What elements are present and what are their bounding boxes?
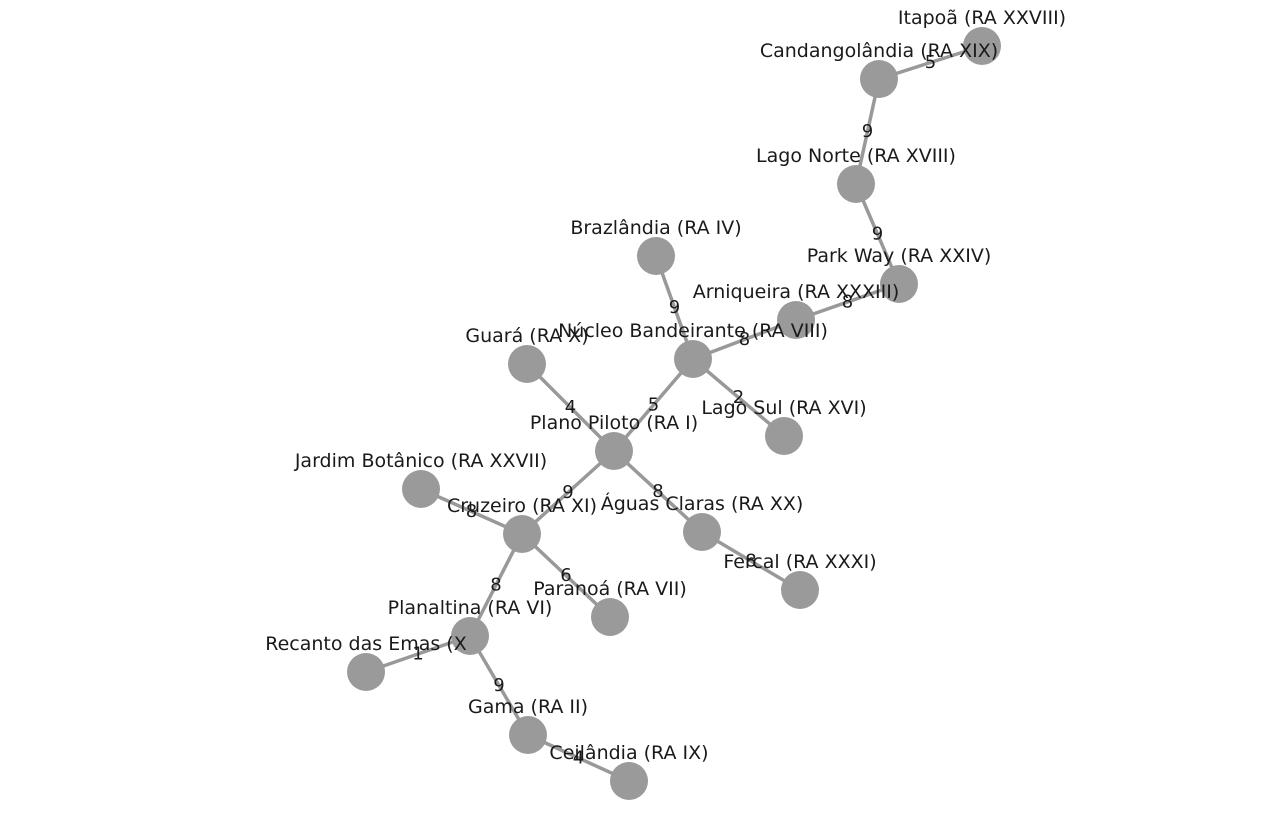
edge-weight-label: 1 (412, 644, 423, 665)
node-label-planaltina: Planaltina (RA VI) (388, 597, 553, 619)
node-aguas_claras (683, 513, 721, 551)
node-label-fercal: Fercal (RA XXXI) (723, 551, 876, 573)
node-label-arniqueira: Arniqueira (RA XXXIII) (693, 281, 900, 303)
node-label-ceilandia: Ceilândia (RA IX) (549, 742, 708, 764)
node-gama (509, 716, 547, 754)
edge-weight-label: 5 (925, 52, 936, 73)
node-label-recanto_das_emas: Recanto das Emas (X (265, 633, 466, 655)
node-label-itapoa: Itapoã (RA XXVIII) (898, 7, 1066, 29)
edge-weight-label: 9 (493, 675, 504, 696)
node-cruzeiro (503, 515, 541, 553)
node-label-aguas_claras: Águas Claras (RA XX) (601, 492, 804, 515)
edge-cruzeiro-paranoa (520, 532, 612, 619)
node-label-nucleo_bandeirante: Núcleo Bandeirante (RA VIII) (558, 320, 828, 342)
nodes-layer (347, 27, 1001, 800)
node-labels: Itapoã (RA XXVIII) Candangolândia (RA XIX… (265, 7, 1066, 764)
edge-plano_piloto-cruzeiro (520, 449, 616, 536)
node-label-cruzeiro: Cruzeiro (RA XI) (447, 495, 597, 517)
edge-weight-label: 4 (565, 397, 576, 418)
edge-weight-label: 8 (842, 292, 853, 313)
node-lago_sul (765, 417, 803, 455)
node-brazlandia (637, 237, 675, 275)
node-guara (508, 345, 546, 383)
edge-weight-label: 9 (669, 297, 680, 318)
edge-weight-label: 9 (872, 224, 883, 245)
node-label-park_way: Park Way (RA XXIV) (807, 245, 992, 267)
edge-planaltina-gama (468, 635, 530, 736)
edge-weight-label: 8 (490, 575, 501, 596)
edge-weight-label: 2 (733, 387, 744, 408)
node-label-paranoa: Paranoá (RA VII) (533, 578, 687, 600)
node-recanto_das_emas (347, 653, 385, 691)
node-label-lago_norte: Lago Norte (RA XVIII) (756, 145, 956, 167)
node-lago_norte (837, 165, 875, 203)
node-label-gama: Gama (RA II) (468, 696, 588, 718)
node-park_way (880, 265, 918, 303)
node-plano_piloto (595, 432, 633, 470)
node-label-plano_piloto: Plano Piloto (RA I) (530, 412, 698, 434)
edge-plano_piloto-aguas_claras (612, 449, 704, 534)
node-label-lago_sul: Lago Sul (RA XVI) (701, 397, 866, 419)
edge-weight-labels: 5 9 9 8 8 9 2 5 4 9 8 8 8 6 8 1 9 4 (412, 52, 936, 769)
edge-weight-label: 8 (745, 551, 756, 572)
edge-weight-label: 8 (739, 329, 750, 350)
edge-nucleo_bandeirante-plano_piloto (612, 357, 695, 453)
edge-guara-plano_piloto (525, 362, 616, 453)
edge-weight-label: 8 (466, 501, 477, 522)
node-itapoa (963, 27, 1001, 65)
edge-weight-label: 6 (560, 565, 571, 586)
node-label-brazlandia: Brazlândia (RA IV) (570, 217, 741, 239)
node-planaltina (451, 617, 489, 655)
edge-weight-label: 4 (573, 748, 584, 769)
node-label-guara: Guará (RA X) (465, 325, 588, 347)
node-arniqueira (777, 301, 815, 339)
edge-weight-label: 5 (648, 395, 659, 416)
edge-weight-label: 8 (652, 481, 663, 502)
edge-weight-label: 9 (862, 121, 873, 142)
node-nucleo_bandeirante (674, 340, 712, 378)
node-paranoa (591, 598, 629, 636)
node-label-jardim_botanico: Jardim Botânico (RA XXVII) (294, 450, 547, 472)
node-candangolandia (860, 60, 898, 98)
node-label-candangolandia: Candangolândia (RA XIX) (760, 40, 998, 62)
edge-nucleo_bandeirante-lago_sul (691, 357, 786, 438)
node-ceilandia (610, 762, 648, 800)
node-jardim_botanico (402, 470, 440, 508)
edge-cruzeiro-planaltina (468, 533, 524, 637)
node-fercal (781, 571, 819, 609)
edge-weight-label: 9 (562, 482, 573, 503)
